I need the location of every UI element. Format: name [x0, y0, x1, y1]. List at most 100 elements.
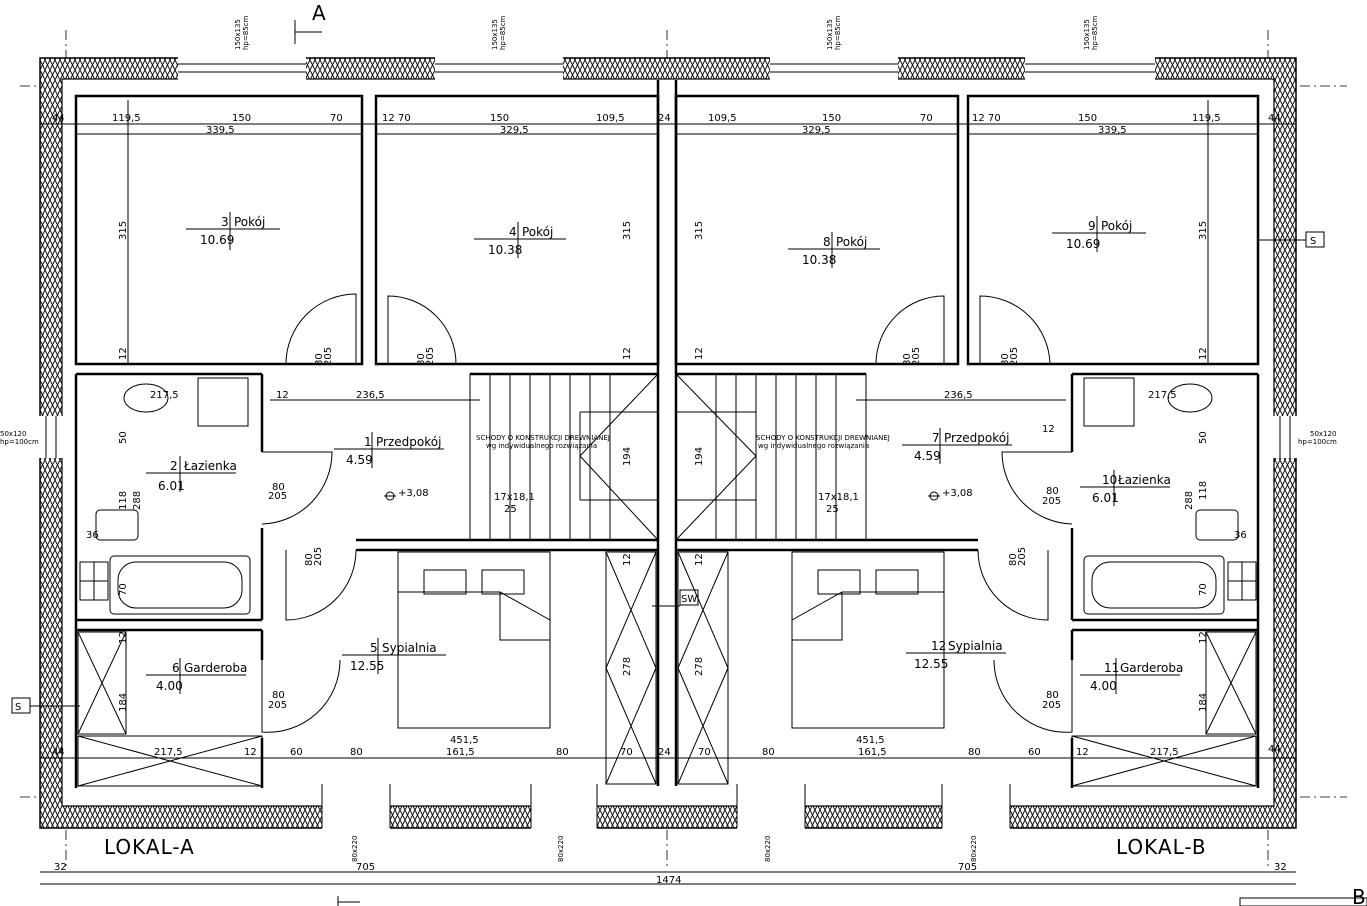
window-size-label: 150x135	[1083, 19, 1091, 50]
room-area: 10.38	[488, 243, 522, 257]
door-height: 205	[425, 347, 436, 366]
stairs-tread: 25	[504, 504, 517, 515]
top-dimension-values: 44 119,5 150 70 12 70 150 109,5 24 339,5…	[52, 113, 1281, 136]
dim-value: 32	[54, 862, 67, 873]
dim-value: 109,5	[708, 113, 737, 124]
dim-value: 12	[694, 347, 705, 360]
dim-value: 12	[622, 553, 633, 566]
dim-value: 32	[1274, 862, 1287, 873]
dim-value: 70	[398, 113, 411, 124]
dim-value: 50	[118, 431, 129, 444]
room-number: 12	[931, 639, 946, 653]
dim-value: 70	[620, 747, 633, 758]
dim-value: 12	[1198, 631, 1209, 644]
dim-value: 119,5	[112, 113, 141, 124]
dim-value: 118	[1198, 481, 1209, 500]
staircase-a	[469, 373, 659, 541]
dim-value: 12	[276, 390, 289, 401]
lokal-b-label: LOKAL-B	[1116, 835, 1207, 859]
room-area: 10.69	[1066, 237, 1100, 251]
door-size-label: 80x220	[764, 836, 772, 862]
room-labels: 3 Pokój 10.69 4 Pokój 10.38 8 Pokój 10.3…	[146, 212, 1183, 694]
door-swings	[261, 293, 1073, 733]
level-value: +3,08	[398, 488, 429, 499]
dim-value: 194	[622, 447, 633, 466]
room-name: Pokój	[522, 225, 553, 239]
door-width: 80	[1008, 553, 1019, 566]
dim-value: 236,5	[356, 390, 385, 401]
stairs-steps: 17x18,1	[494, 492, 535, 503]
dim-value: 44	[52, 747, 65, 758]
door-height: 205	[313, 547, 324, 566]
dim-value: 44	[1268, 744, 1281, 755]
room-area: 4.59	[346, 453, 373, 467]
room-number: 8	[823, 235, 831, 249]
dim-value: 80	[968, 747, 981, 758]
dim-value: 60	[1028, 747, 1041, 758]
room-3: 3 Pokój 10.69	[186, 212, 280, 250]
dim-value: 288	[132, 491, 143, 510]
dim-value: 451,5	[856, 735, 885, 746]
room-name: Sypialnia	[382, 641, 437, 655]
dim-total: 329,5	[802, 125, 831, 136]
dim-value: 70	[118, 583, 129, 596]
room-number: 2	[170, 459, 178, 473]
room-area: 4.00	[1090, 679, 1117, 693]
dim-value: 80	[350, 747, 363, 758]
dim-value: 705	[958, 862, 977, 873]
dim-value: 184	[118, 693, 129, 712]
side-window-size-left: 50x120	[0, 430, 26, 438]
dim-total: 329,5	[500, 125, 529, 136]
level-mark-b: +3,08	[928, 488, 973, 501]
window-size-label: 150x135	[491, 19, 499, 50]
door-width: 80	[272, 690, 285, 701]
dim-value: 451,5	[450, 735, 479, 746]
room-12: 12 Sypialnia 12.55	[906, 636, 1006, 672]
dim-value: 119,5	[1192, 113, 1221, 124]
room-area: 4.59	[914, 449, 941, 463]
section-mark-sw: SW	[681, 594, 697, 605]
window-hp-label: hp=85cm	[834, 15, 842, 50]
room-name: Pokój	[836, 235, 867, 249]
room-name: Garderoba	[184, 661, 247, 675]
room-name: Łazienka	[183, 459, 237, 473]
dim-value: 150	[232, 113, 251, 124]
door-height: 205	[1017, 547, 1028, 566]
dim-value: 217,5	[154, 747, 183, 758]
dim-value: 70	[920, 113, 933, 124]
dim-value: 278	[622, 657, 633, 676]
room-7: 7 Przedpokój 4.59	[902, 428, 1012, 464]
dim-value: 150	[822, 113, 841, 124]
dim-value: 70	[330, 113, 343, 124]
dim-value: 12	[1042, 424, 1055, 435]
lokal-a-label: LOKAL-A	[104, 835, 195, 859]
dim-value: 315	[694, 221, 705, 240]
dim-total: 339,5	[206, 125, 235, 136]
dim-value: 118	[118, 491, 129, 510]
door-width: 80	[1046, 486, 1059, 497]
dim-value: 315	[622, 221, 633, 240]
room-area: 10.38	[802, 253, 836, 267]
dim-value: 315	[118, 221, 129, 240]
room-10: 10 Łazienka 6.01	[1080, 470, 1171, 506]
door-height: 205	[323, 347, 334, 366]
room-name: Przedpokój	[376, 435, 441, 449]
door-size-labels: 80 205 80 205 80 205 80 205 80 205 80 20…	[268, 347, 1061, 711]
room-name: Łazienka	[1117, 473, 1171, 487]
dim-value: 194	[694, 447, 705, 466]
room-8: 8 Pokój 10.38	[788, 232, 880, 268]
window-labels-top: 150x135 hp=85cm 150x135 hp=85cm 150x135 …	[234, 15, 1099, 50]
side-window-hp-left: hp=100cm	[0, 438, 39, 446]
door-size-label: 80x220	[557, 836, 565, 862]
section-mark-s-left: S	[15, 702, 21, 713]
dim-value: 217,5	[150, 390, 179, 401]
dim-value: 278	[694, 657, 705, 676]
dim-value: 12	[118, 631, 129, 644]
dim-value: 12	[118, 347, 129, 360]
room-number: 10	[1102, 473, 1117, 487]
room-number: 1	[364, 435, 372, 449]
dim-value: 12	[1198, 347, 1209, 360]
bathroom-fixtures	[79, 377, 1257, 615]
dim-value: 60	[290, 747, 303, 758]
door-width: 80	[314, 353, 325, 366]
